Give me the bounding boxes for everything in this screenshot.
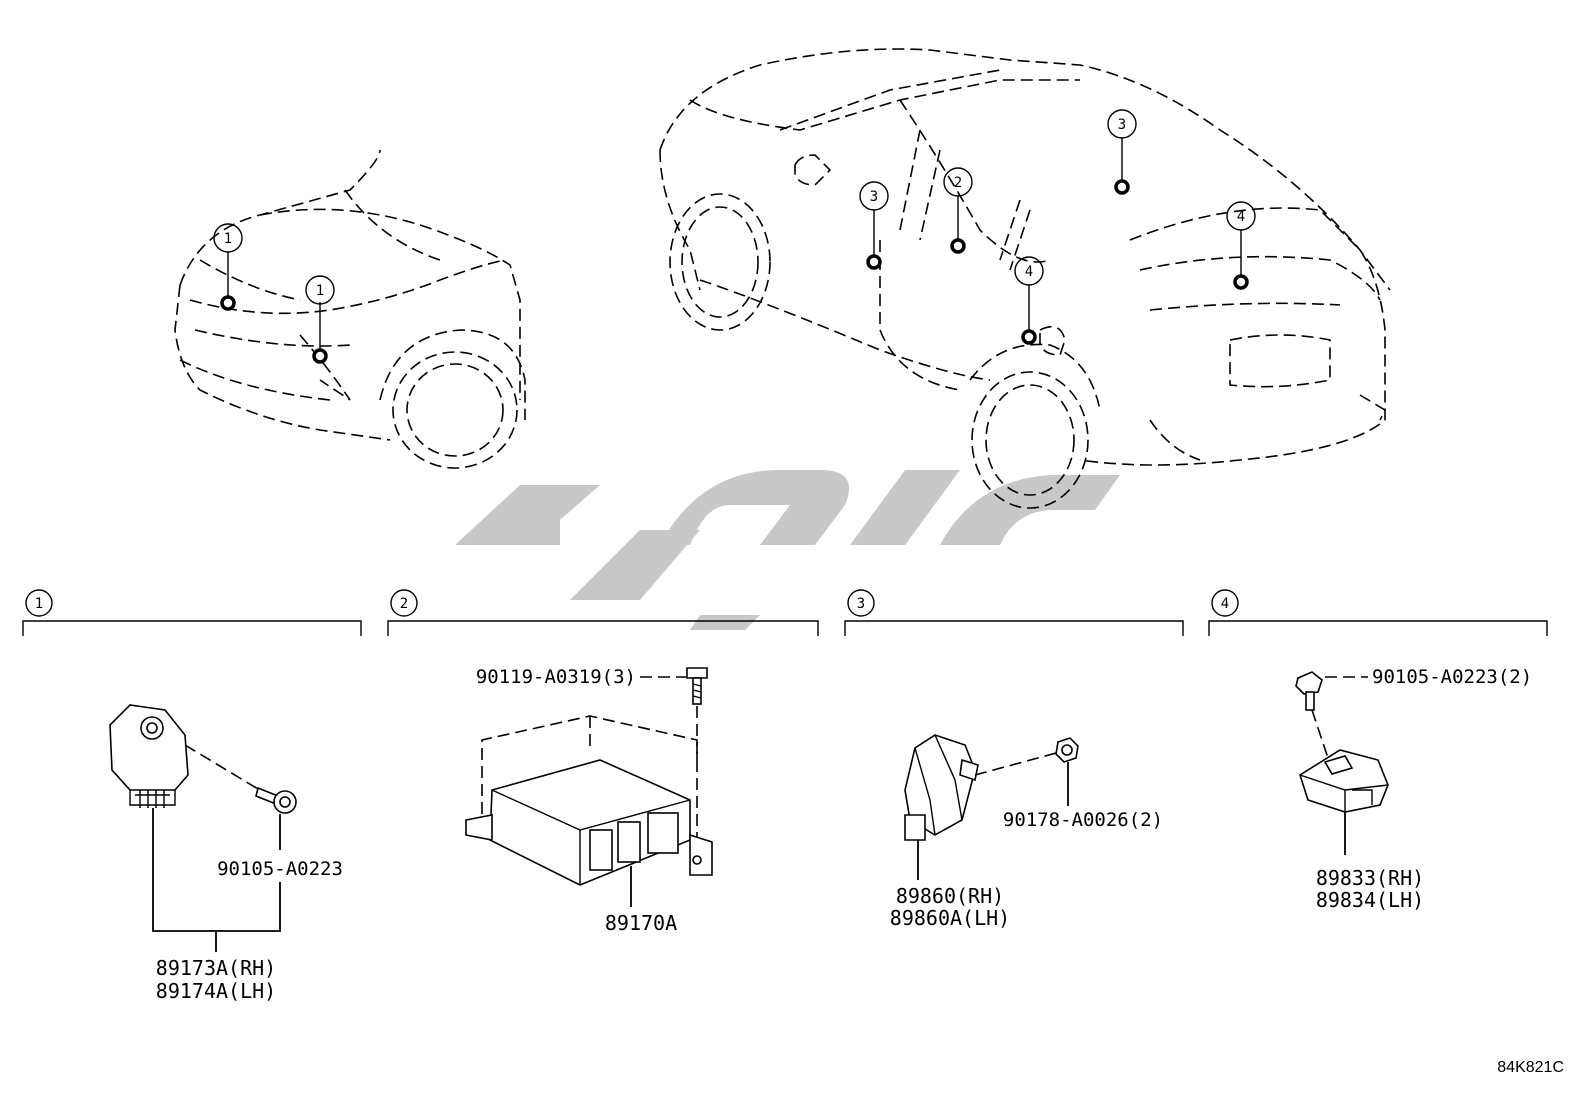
group-3-side-sensor: 90178-A0026(2) 89860(RH) 89860A(LH) [890, 734, 1163, 930]
callout-4-rear-b: 4 [1025, 264, 1033, 280]
illustration-code: 84K821C [1497, 1059, 1564, 1076]
bolt-90105-a0223-x2 [1295, 671, 1323, 711]
section-4-number: 4 [1221, 596, 1229, 612]
callout-1-front-b: 1 [316, 283, 324, 299]
label-89834-lh: 89834(LH) [1316, 888, 1424, 912]
section-2-number: 2 [400, 596, 408, 612]
label-90105-a0223: 90105-A0223 [217, 858, 343, 880]
airbag-ecu-module-part [465, 759, 713, 886]
watermark-logo [455, 470, 1120, 630]
rear-airbag-sensor-part [1299, 749, 1389, 813]
callout-3-rear-b: 3 [1118, 117, 1126, 133]
section-1-number: 1 [35, 596, 43, 612]
bolt-90105-a0223 [255, 786, 297, 814]
group-2-airbag-ecu: 90119-A0319(3) 89170A [465, 666, 713, 935]
section-headers: 1 2 3 4 [22, 589, 1548, 636]
label-90105-a0223-2: 90105-A0223(2) [1372, 666, 1532, 688]
front-vehicle-illustration: 1 1 [174, 149, 526, 469]
callout-2-rear: 2 [954, 175, 962, 191]
bolt-90119-a0319 [686, 667, 708, 705]
side-airbag-sensor-part [904, 734, 979, 841]
callout-4-rear-a: 4 [1237, 209, 1245, 225]
nut-90178-a0026 [1055, 737, 1079, 763]
label-89174a-lh: 89174A(LH) [156, 979, 276, 1003]
group-4-rear-sensor: 90105-A0223(2) 89833(RH) 89834(LH) [1295, 666, 1532, 912]
callout-1-front-a: 1 [224, 231, 232, 247]
label-89170a: 89170A [605, 911, 677, 935]
label-90119-a0319: 90119-A0319(3) [476, 666, 636, 688]
label-89860-rh: 89860(RH) [896, 884, 1004, 908]
section-3-number: 3 [857, 596, 865, 612]
group-1-front-sensor: 90105-A0223 89173A(RH) 89174A(LH) [109, 704, 343, 1003]
label-89833-rh: 89833(RH) [1316, 866, 1424, 890]
rear-vehicle-illustration: 3 2 3 4 4 [659, 48, 1391, 509]
label-89173a-rh: 89173A(RH) [156, 956, 276, 980]
callout-3-rear-a: 3 [870, 189, 878, 205]
front-airbag-sensor-part [109, 704, 189, 808]
label-90178-a0026: 90178-A0026(2) [1003, 809, 1163, 831]
label-89860a-lh: 89860A(LH) [890, 906, 1010, 930]
